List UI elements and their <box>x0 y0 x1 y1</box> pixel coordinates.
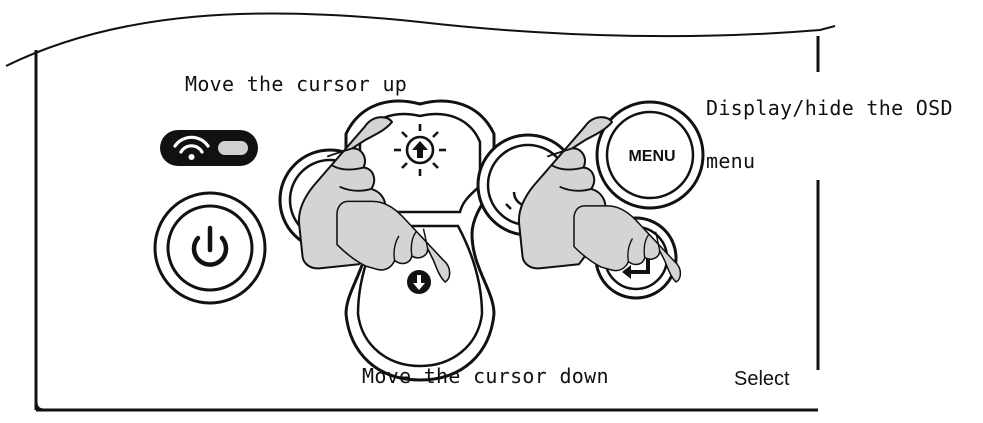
wifi-icon <box>173 135 210 154</box>
wifi-led <box>218 141 248 155</box>
label-move-cursor-up: Move the cursor up <box>185 72 408 96</box>
label-select: Select <box>734 368 790 390</box>
power-button[interactable] <box>153 191 267 305</box>
down-arrow-icon <box>407 270 431 294</box>
label-osd-menu: menu <box>706 149 756 173</box>
wifi-indicator <box>160 130 258 166</box>
power-icon <box>191 225 229 267</box>
menu-button[interactable]: MENU <box>595 100 705 210</box>
label-display-hide-osd: Display/hide the OSD <box>706 96 953 120</box>
label-move-cursor-down: Move the cursor down <box>362 364 609 388</box>
enter-icon <box>628 258 650 274</box>
up-arrow-icon <box>412 141 428 158</box>
panel-top-wavy-edge <box>5 12 836 67</box>
menu-button-label: MENU <box>628 148 675 165</box>
brightness-up-icon <box>394 124 446 176</box>
